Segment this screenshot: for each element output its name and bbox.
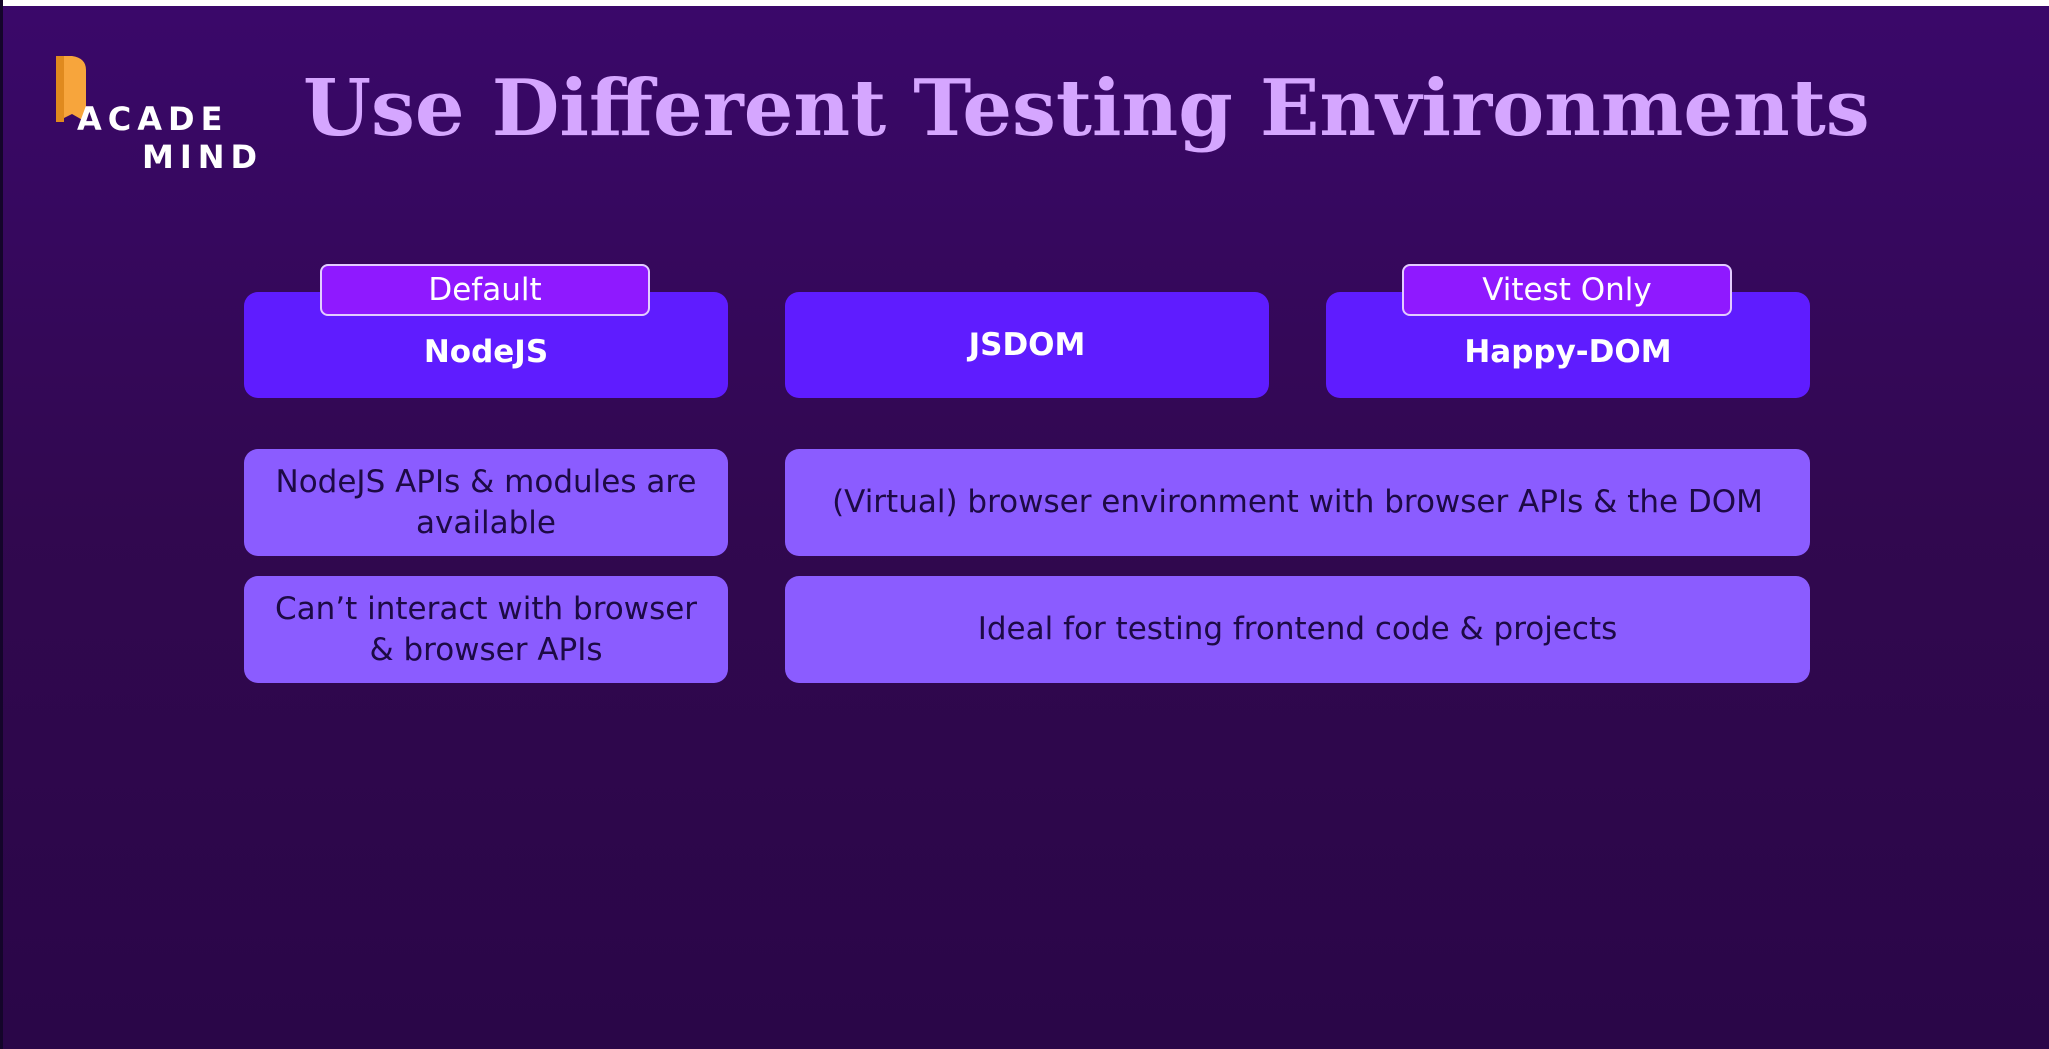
env-label-jsdom: JSDOM: [968, 327, 1086, 363]
env-label-nodejs: NodeJS: [423, 334, 549, 370]
env-box-happy-dom: Happy-DOM: [1326, 292, 1810, 398]
left-edge-strip: [0, 0, 3, 1049]
logo-flag-icon: [56, 56, 86, 122]
slide-title: Use Different Testing Environments: [303, 63, 1870, 154]
logo-text-line1: ACADE: [77, 100, 229, 138]
academind-logo: ACADE MIND: [52, 56, 257, 176]
nodejs-point-apis: NodeJS APIs & modules are available: [244, 449, 728, 556]
tag-vitest-only: Vitest Only: [1402, 264, 1732, 316]
env-label-happy-dom: Happy-DOM: [1464, 334, 1672, 370]
tag-default: Default: [320, 264, 650, 316]
logo-text-line2: MIND: [142, 138, 264, 176]
nodejs-point-no-browser: Can’t interact with browser & browser AP…: [244, 576, 728, 683]
browser-point-environment: (Virtual) browser environment with brows…: [785, 449, 1810, 556]
top-edge-strip: [0, 0, 2049, 6]
browser-point-frontend: Ideal for testing frontend code & projec…: [785, 576, 1810, 683]
env-box-jsdom: JSDOM: [785, 292, 1269, 398]
